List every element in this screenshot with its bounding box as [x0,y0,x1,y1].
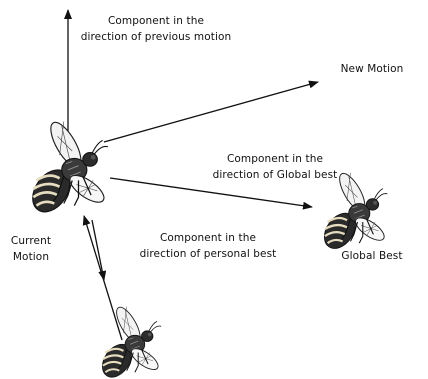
arrow-current-motion [84,216,122,340]
label-line: direction of personal best [118,246,298,262]
label-line: Global Best [330,248,414,264]
label-line: Current [4,233,58,249]
bee-icon [25,118,108,219]
label-line: New Motion [330,61,414,77]
label-line: Component in the [118,230,298,246]
arrow-new-motion [104,82,318,142]
label-line: direction of Global best [200,167,350,183]
label-current-motion: Current Motion [4,233,58,265]
label-line: Component in the [200,151,350,167]
bee-icon [96,304,161,379]
label-global-best: Global Best [330,248,414,264]
label-global-component: Component in the direction of Global bes… [200,151,350,183]
label-previous-motion: Component in the direction of previous m… [68,13,244,45]
label-line: direction of previous motion [68,29,244,45]
label-line: Component in the [68,13,244,29]
label-line: Motion [4,249,58,265]
label-personal-component: Component in the direction of personal b… [118,230,298,262]
label-new-motion: New Motion [330,61,414,77]
